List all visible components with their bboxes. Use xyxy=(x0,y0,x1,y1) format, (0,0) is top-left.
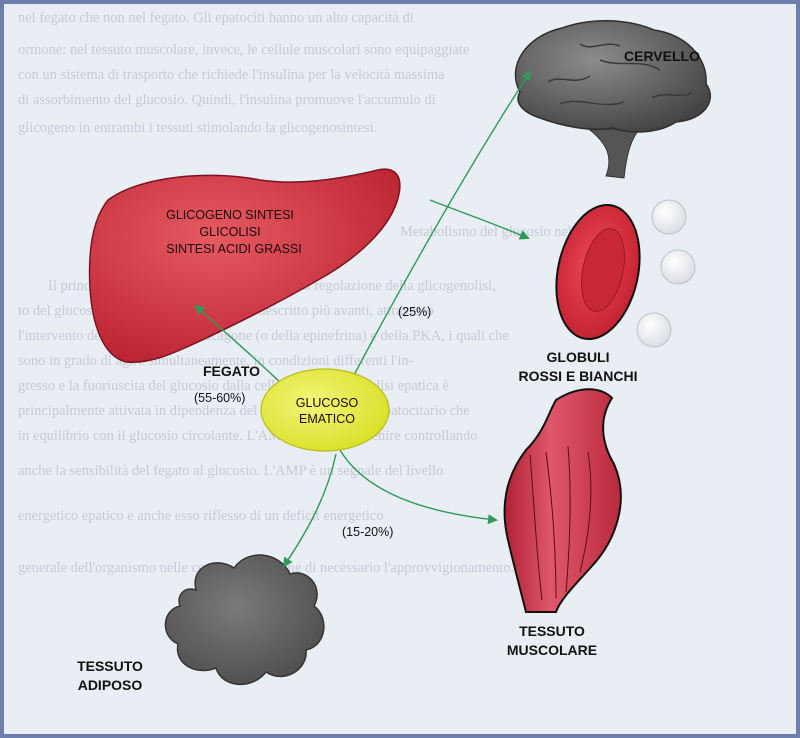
flow-arrows xyxy=(194,70,532,568)
glucose-node xyxy=(260,368,390,452)
label-tessuto-adiposo-line1: TESSUTO xyxy=(77,658,143,674)
bg-text-line: principalmente attivata in dipendenza de… xyxy=(18,403,470,419)
red-blood-cell-icon xyxy=(555,203,641,341)
arrow-to-red-cells xyxy=(429,199,530,240)
bg-text-line: in equilibrio con il glucosio circolante… xyxy=(18,428,478,444)
label-cervello: CERVELLO xyxy=(624,48,700,64)
bg-text-line: nel fegato che non nel fegato. Gli epato… xyxy=(18,10,414,26)
bg-text-line: ormone: nel tessuto muscolare, invece, l… xyxy=(18,42,469,58)
label-glucoso-line1: GLUCOSO xyxy=(296,396,359,410)
label-globuli-line2: ROSSI E BIANCHI xyxy=(518,368,637,384)
arrow-to-muscle xyxy=(339,449,498,525)
arrow-to-adipose xyxy=(282,453,337,568)
bg-text-line: Metabolismo del glucosio nel fegato xyxy=(400,224,612,240)
percentage-liver: (55-60%) xyxy=(194,391,245,405)
bg-text-line: l'intervento dell'insulina e del glucago… xyxy=(18,328,509,344)
liver-text-sintesi-acidi-grassi: SINTESI ACIDI GRASSI xyxy=(166,242,301,256)
label-tessuto-adiposo-line2: ADIPOSO xyxy=(78,677,143,693)
liver-text-glicogeno-sintesi: GLICOGENO SINTESI xyxy=(166,208,294,222)
liver-text-glicolisi: GLICOLISI xyxy=(199,225,260,239)
background-text: nel fegato che non nel fegato. Gli epato… xyxy=(18,10,612,576)
label-tessuto-muscolare-line1: TESSUTO xyxy=(519,623,585,639)
label-glucoso-line2: EMATICO xyxy=(299,412,355,426)
percentage-muscle-adipose: (15-20%) xyxy=(342,525,393,539)
percentage-brain-rbc: (25%) xyxy=(398,305,431,319)
label-tessuto-muscolare-line2: MUSCOLARE xyxy=(507,642,597,658)
brain-icon xyxy=(514,20,712,179)
bg-text-line: energetico epatico e anche esso riflesso… xyxy=(18,508,383,524)
adipose-tissue-icon xyxy=(164,554,325,686)
bg-text-line: di assorbimento del glucosio. Quindi, l'… xyxy=(18,92,436,108)
arrow-to-brain xyxy=(343,70,532,395)
label-fegato: FEGATO xyxy=(203,363,260,379)
white-blood-cells-icon xyxy=(636,199,696,348)
bg-text-line: anche la sensibilità del fegato al gluco… xyxy=(18,463,443,479)
liver-shape xyxy=(88,168,401,363)
muscle-icon xyxy=(503,388,622,613)
label-globuli-line1: GLOBULI xyxy=(547,349,610,365)
bg-text-line: glicogeno in entrambi i tessuti stimolan… xyxy=(18,120,377,136)
bg-text-line: con un sistema di trasporto che richiede… xyxy=(18,67,445,83)
